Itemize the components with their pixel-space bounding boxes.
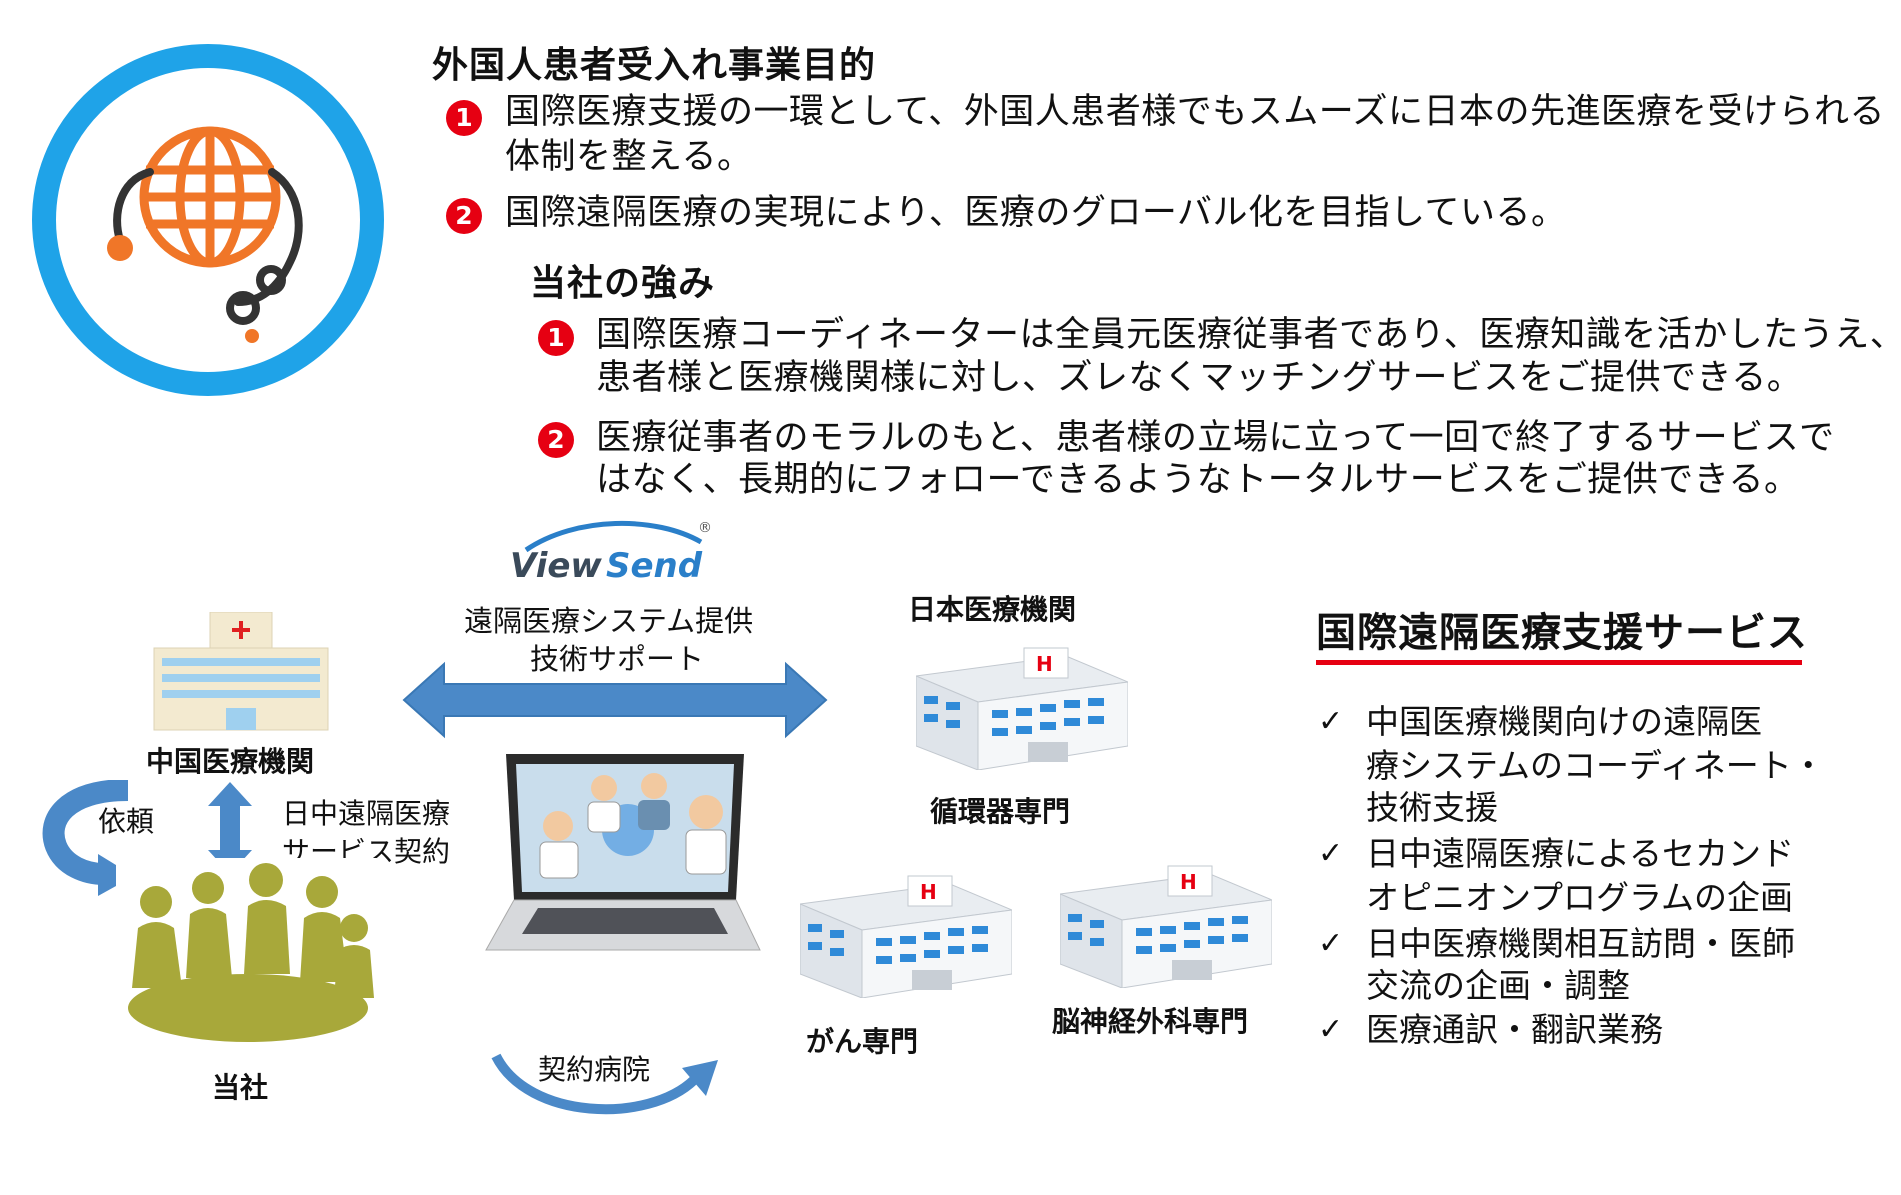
number-badge: 2 [446,198,482,234]
logo-registered-mark: ® [698,520,712,536]
service-item-line: 療システムのコーディネート・ [1366,746,1825,785]
contract-hospital-label: 契約病院 [538,1053,651,1086]
contract-hospital-curved-arrow-icon [491,1053,718,1115]
vertical-double-arrow-icon [208,782,252,874]
system-provision-label: 遠隔医療システム提供 [464,604,754,638]
service-title: 国際遠隔医療支援サービス [1316,610,1808,656]
cancer-hospital-icon: H [800,870,1012,998]
h-mark: H [1180,870,1197,894]
h-mark: H [920,880,937,904]
doctor-avatar-icon [539,773,727,879]
viewsend-logo: View Send ® [506,520,726,590]
logo-view-text: View [510,546,602,586]
request-label: 依頼 [98,805,155,838]
service-item-line: 日中医療機関相互訪問・医師 [1366,924,1795,963]
check-icon: ✓ [1318,836,1344,871]
service-item-line: 交流の企画・調整 [1366,966,1630,1005]
purpose-item-line: 国際遠隔医療の実現により、医療のグローバル化を目指している。 [505,193,1567,233]
cardio-label: 循環器専門 [930,795,1071,828]
logo-swoosh-icon [524,521,703,553]
purpose-heading: 外国人患者受入れ事業目的 [432,45,877,86]
h-mark: H [1036,652,1053,676]
tech-support-label: 技術サポート [530,642,705,676]
stethoscope-icon [113,168,303,325]
cancer-label: がん専門 [806,1025,919,1058]
stethoscope-chestpiece-icon [107,235,133,261]
cardio-hospital-icon: H [916,642,1128,770]
purpose-item-line: 体制を整える。 [505,137,753,177]
number-badge: 1 [446,100,482,136]
stethoscope-earpiece-icon [245,329,259,343]
china-hospital-label: 中国医療機関 [146,745,315,778]
service-item-line: 技術支援 [1366,788,1498,827]
laptop-telemedicine-icon [485,754,761,951]
strength-item-line: 患者様と医療機関様に対し、ズレなくマッチングサービスをご提供できる。 [596,358,1803,398]
strength-item-line: 国際医療コーディネーターは全員元医療従事者であり、医療知識を活かしたうえ、 [596,315,1901,355]
strength-item-line: はなく、長期的にフォローできるようなトータルサービスをご提供できる。 [596,460,1800,500]
service-item-line: 日中遠隔医療によるセカンド [1366,834,1795,873]
company-meeting-icon [116,858,378,1048]
neuro-hospital-icon: H [1060,860,1272,988]
check-icon: ✓ [1318,926,1344,961]
global-medical-emblem [32,44,384,396]
title-underline [1316,660,1802,665]
service-item-line: 医療通訳・翻訳業務 [1366,1010,1663,1049]
neuro-label: 脳神経外科専門 [1052,1005,1249,1038]
number-badge: 1 [538,320,574,356]
service-item-line: オピニオンプログラムの企画 [1366,878,1794,917]
check-icon: ✓ [1318,704,1344,739]
check-icon: ✓ [1318,1012,1344,1047]
contract-label-line1: 日中遠隔医療 [282,797,451,830]
japan-hospital-label: 日本医療機関 [908,593,1077,626]
company-label: 当社 [212,1071,269,1104]
purpose-item-line: 国際医療支援の一環として、外国人患者様でもスムーズに日本の先進医療を受けられる [505,92,1885,132]
strengths-heading: 当社の強み [530,263,716,304]
double-arrow-icon [402,661,828,739]
china-hospital-icon [153,612,329,731]
strength-item-line: 医療従事者のモラルのもと、患者様の立場に立って一回で終了するサービスで [596,418,1835,458]
service-item-line: 中国医療機関向けの遠隔医 [1366,702,1762,741]
globe-icon [139,126,281,268]
number-badge: 2 [538,422,574,458]
logo-send-text: Send [606,546,703,586]
